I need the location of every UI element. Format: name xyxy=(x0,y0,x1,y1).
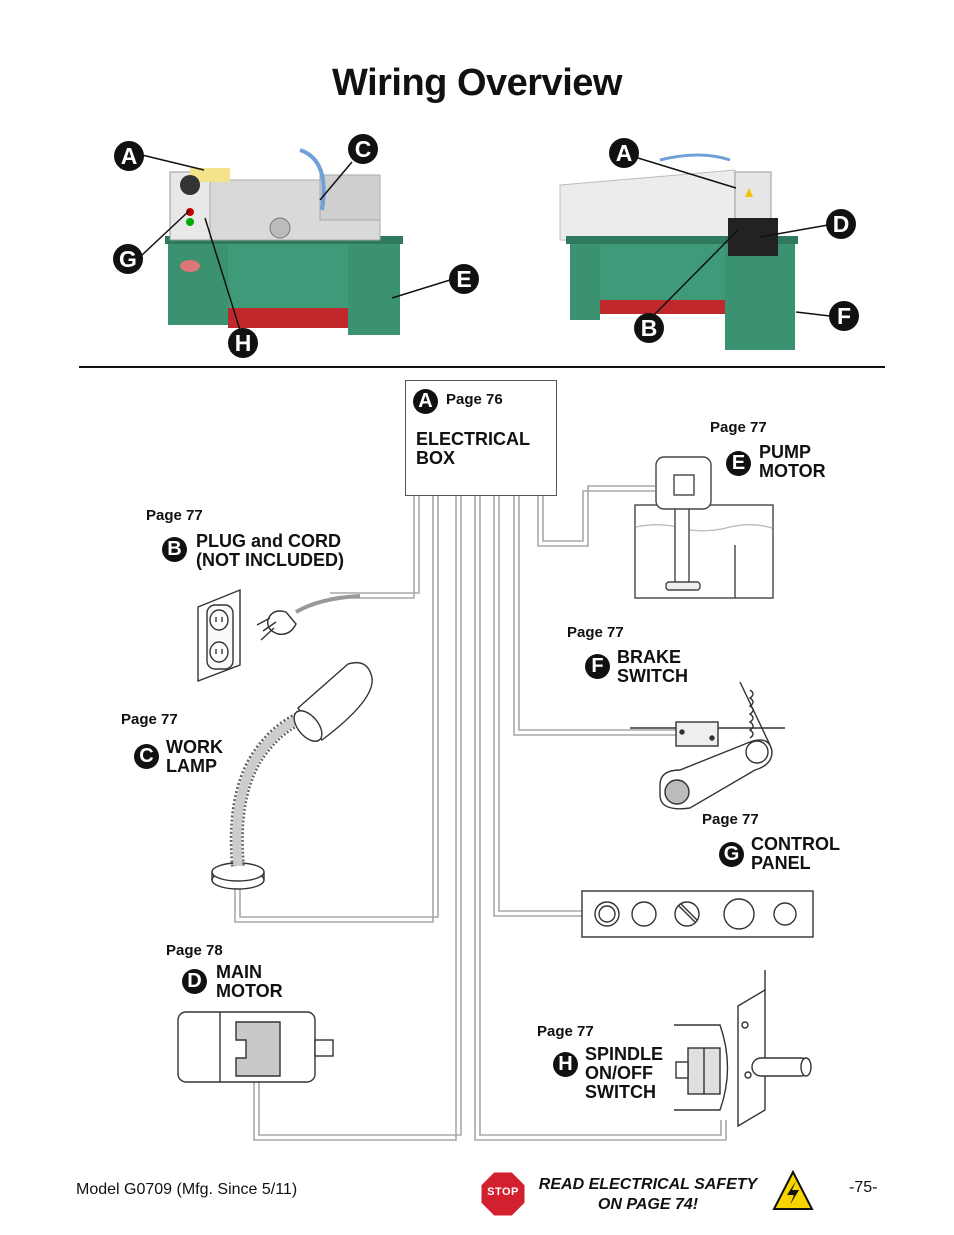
brake-switch-page: Page 77 xyxy=(567,624,624,641)
footer-safety-warning: READ ELECTRICAL SAFETY ON PAGE 74! xyxy=(538,1176,758,1213)
plug-cord-badge: B xyxy=(162,537,187,562)
photo-badge-e-left: E xyxy=(449,264,479,294)
electrical-box-page: Page 76 xyxy=(446,391,503,408)
lathe-front-photo xyxy=(165,148,403,335)
control-panel-page: Page 77 xyxy=(702,811,759,828)
work-lamp-illustration xyxy=(211,661,373,890)
electrical-box-badge: A xyxy=(413,389,438,414)
electrical-box-label: ELECTRICAL BOX xyxy=(416,429,530,468)
plug-cord-label: PLUG and CORD (NOT INCLUDED) xyxy=(196,531,344,570)
photo-badge-d-right: D xyxy=(826,209,856,239)
footer-page-number: -75- xyxy=(849,1179,878,1196)
brake-switch-label: BRAKE SWITCH xyxy=(617,647,688,686)
spindle-switch-illustration xyxy=(674,970,812,1128)
brake-switch-badge: F xyxy=(585,654,610,679)
main-motor-illustration xyxy=(177,1011,334,1083)
spindle-switch-badge: H xyxy=(553,1052,578,1077)
photo-badge-a-right: A xyxy=(609,138,639,168)
section-divider xyxy=(79,366,885,368)
control-panel-label: CONTROL PANEL xyxy=(751,834,840,873)
plug-cord-page: Page 77 xyxy=(146,507,203,524)
pump-motor-badge: E xyxy=(726,451,751,476)
stop-sign-icon xyxy=(480,1171,526,1217)
photo-badge-g-left: G xyxy=(113,244,143,274)
electrical-hazard-icon xyxy=(772,1169,814,1210)
main-motor-page: Page 78 xyxy=(166,942,223,959)
main-motor-label: MAIN MOTOR xyxy=(216,962,283,1001)
work-lamp-label: WORK LAMP xyxy=(166,737,223,776)
spindle-switch-page: Page 77 xyxy=(537,1023,594,1040)
brake-switch-illustration xyxy=(630,681,785,810)
page-title: Wiring Overview xyxy=(332,62,622,104)
lathe-rear-photo xyxy=(559,153,798,350)
control-panel-badge: G xyxy=(719,842,744,867)
photo-badge-b-right: B xyxy=(634,313,664,343)
spindle-switch-label: SPINDLE ON/OFF SWITCH xyxy=(585,1044,664,1102)
photo-badge-a-left: A xyxy=(114,141,144,171)
photo-badge-h-left: H xyxy=(228,328,258,358)
pump-motor-page: Page 77 xyxy=(710,419,767,436)
photo-badge-f-right: F xyxy=(829,301,859,331)
photo-badge-c-left: C xyxy=(348,134,378,164)
plug-cord-illustration xyxy=(197,588,361,683)
work-lamp-badge: C xyxy=(134,744,159,769)
main-motor-badge: D xyxy=(182,969,207,994)
pump-motor-label: PUMP MOTOR xyxy=(759,442,826,481)
stop-sign-text: STOP xyxy=(487,1186,519,1198)
wires xyxy=(234,485,727,1141)
work-lamp-page: Page 77 xyxy=(121,711,178,728)
control-panel-illustration xyxy=(581,890,814,938)
footer-model: Model G0709 (Mfg. Since 5/11) xyxy=(76,1181,298,1198)
pump-motor-illustration xyxy=(634,456,774,599)
